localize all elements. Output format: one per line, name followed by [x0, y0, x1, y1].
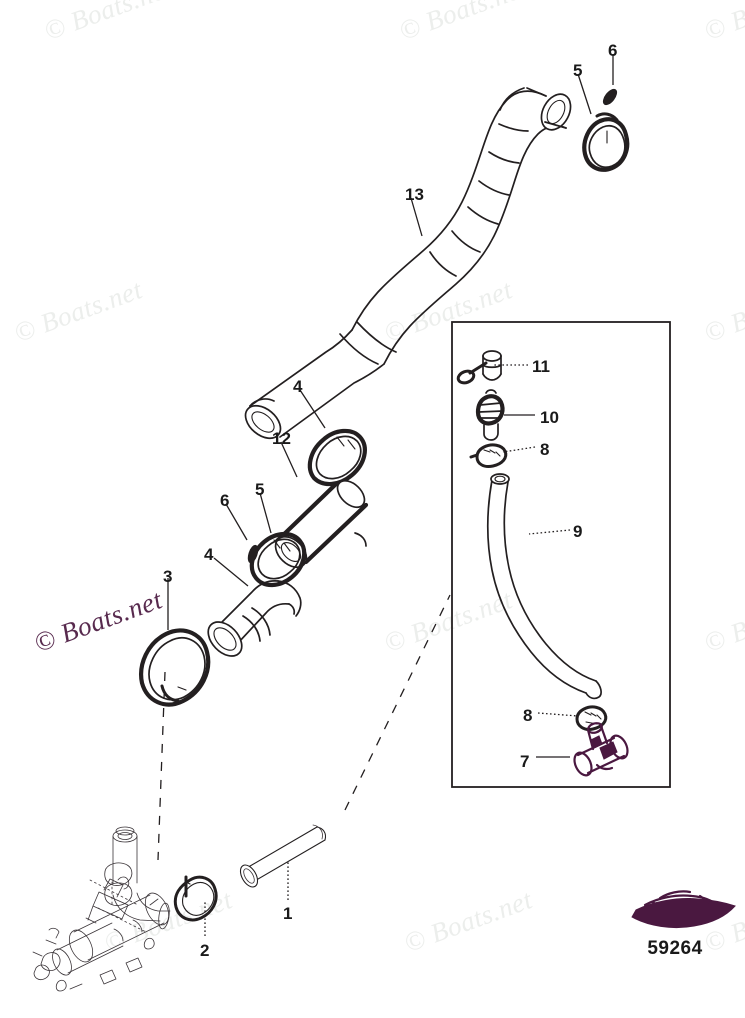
part-1-hose-tube [239, 824, 327, 888]
callout-10-fitting: 10 [540, 408, 559, 427]
part-6-seal-top [602, 88, 618, 106]
callout-6-seal-mid: 6 [220, 491, 230, 510]
callout-1-hose-tube: 1 [283, 904, 293, 923]
callout-leader-lines [167, 54, 614, 936]
part-6-seal-mid [247, 544, 259, 564]
callout-13-exhaust-hose: 13 [405, 185, 424, 204]
callout-4-hose-clamp-upper: 4 [293, 377, 303, 396]
callout-2-hose-clamp: 2 [200, 941, 210, 960]
callout-5-hose-clamp-top: 5 [573, 61, 583, 80]
assembly-dashed-lines [157, 594, 451, 861]
part-4-elbow-hose-lower [207, 580, 302, 657]
part-7-tee-fitting [573, 722, 629, 777]
callout-12-connector-pipe: 12 [272, 429, 291, 448]
part-5-hose-clamp-mid [249, 531, 307, 588]
callout-6-seal-top: 6 [608, 41, 618, 60]
part-2-hose-clamp [173, 875, 218, 922]
callout-8-clamp-upper: 8 [540, 440, 550, 459]
callout-7-tee-fitting: 7 [520, 752, 530, 771]
drawing-number: 59264 [647, 938, 703, 959]
part-3-hose-clamp-large [139, 628, 211, 707]
part-10-threaded-fitting [475, 389, 505, 441]
part-11-cap-with-tether [456, 350, 502, 385]
part-4-hose-clamp-upper [307, 428, 367, 487]
callout-3-hose-clamp-large: 3 [163, 567, 173, 586]
detail-inset-box [451, 321, 671, 788]
callout-5-hose-clamp-mid: 5 [255, 480, 265, 499]
part-8-clamp-upper [469, 443, 508, 468]
callout-8-clamp-lower: 8 [523, 706, 533, 725]
callout-11-cap-with-tether: 11 [532, 357, 550, 376]
boat-silhouette-logo [631, 890, 736, 929]
engine-manifold-assembly [32, 826, 171, 992]
part-9-water-hose [487, 473, 602, 700]
callout-9-water-hose: 9 [573, 522, 583, 541]
part-13-exhaust-hose [244, 87, 572, 440]
callout-4-hose-clamp-lower: 4 [204, 545, 214, 564]
part-5-hose-clamp-top [582, 112, 630, 172]
part-12-connector-pipe [274, 479, 369, 569]
